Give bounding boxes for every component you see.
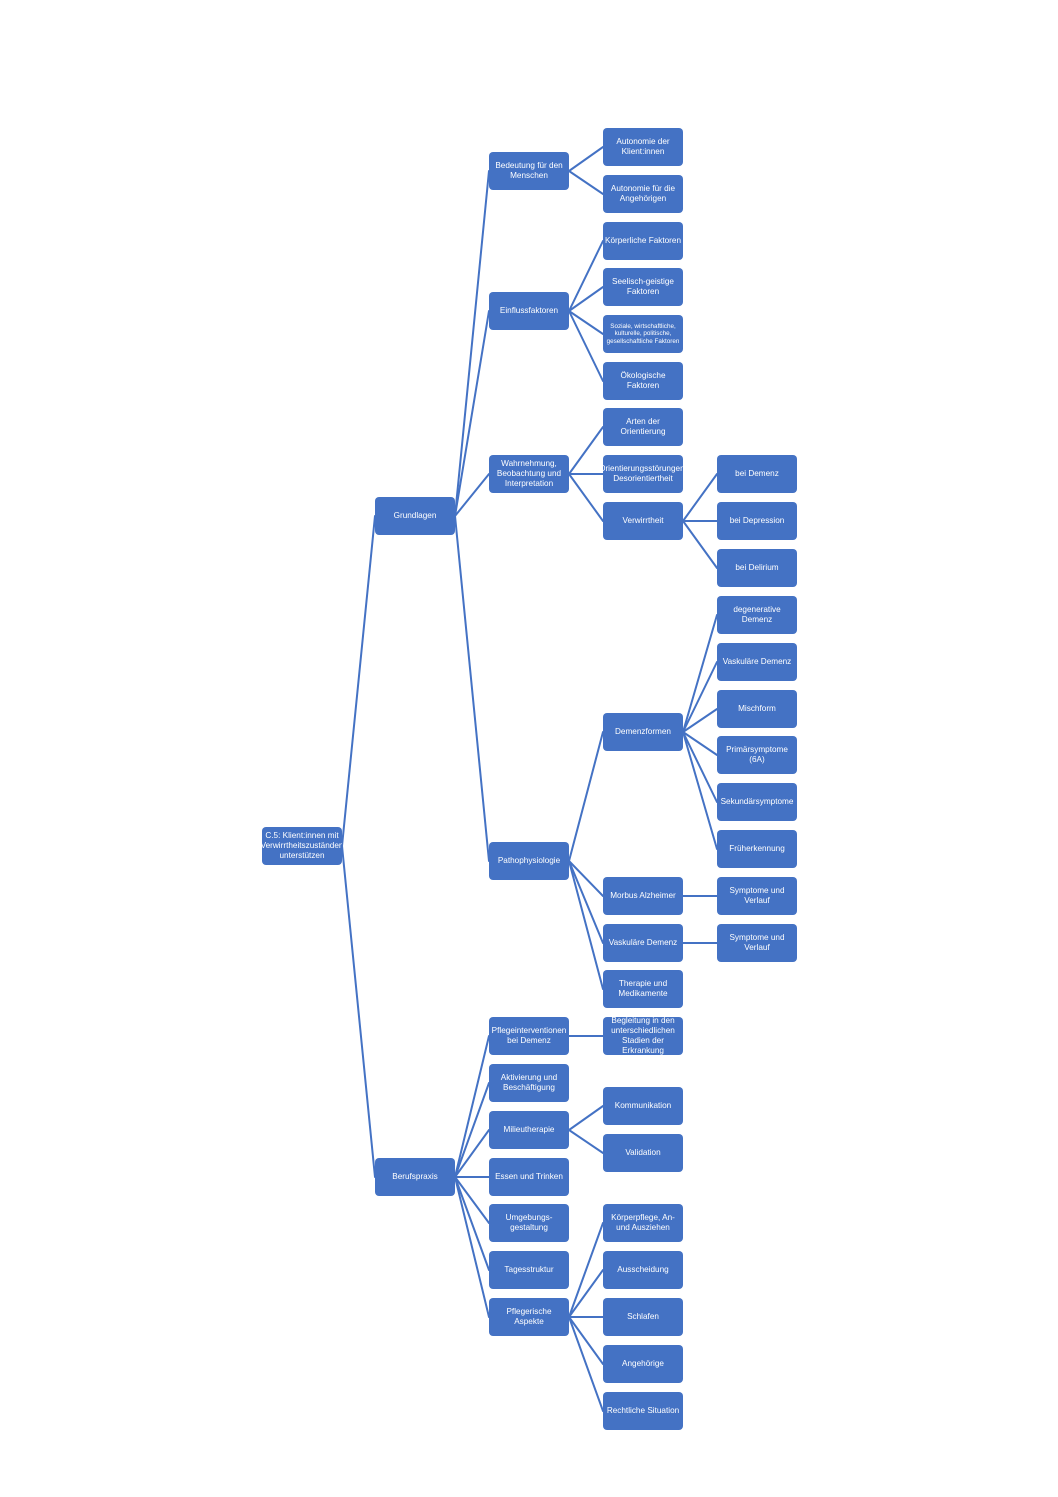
node-seelisch-geistige-faktoren[interactable]: Seelisch-geistige Faktoren bbox=[603, 268, 683, 306]
node-koerperpflege[interactable]: Körperpflege, An- und Ausziehen bbox=[603, 1204, 683, 1242]
node-begleitung[interactable]: Begleitung in den unterschiedlichen Stad… bbox=[603, 1017, 683, 1055]
node-aktivierung[interactable]: Aktivierung und Beschäftigung bbox=[489, 1064, 569, 1102]
node-angehoerige[interactable]: Angehörige bbox=[603, 1345, 683, 1383]
node-oekologische-faktoren[interactable]: Ökologische Faktoren bbox=[603, 362, 683, 400]
node-primaersymptome[interactable]: Primärsymptome (6A) bbox=[717, 736, 797, 774]
node-symptome-verlauf-alzheimer[interactable]: Symptome und Verlauf bbox=[717, 877, 797, 915]
node-bei-depression[interactable]: bei Depression bbox=[717, 502, 797, 540]
node-kommunikation[interactable]: Kommunikation bbox=[603, 1087, 683, 1125]
node-umgebungsgestaltung[interactable]: Umgebungs-gestaltung bbox=[489, 1204, 569, 1242]
node-tagesstruktur[interactable]: Tagesstruktur bbox=[489, 1251, 569, 1289]
node-soziale-faktoren[interactable]: Soziale, wirtschaftliche, kulturelle, po… bbox=[603, 315, 683, 353]
node-ausscheidung[interactable]: Ausscheidung bbox=[603, 1251, 683, 1289]
node-pathophysiologie[interactable]: Pathophysiologie bbox=[489, 842, 569, 880]
node-einflussfaktoren[interactable]: Einflussfaktoren bbox=[489, 292, 569, 330]
root-node[interactable]: C.5: Klient:innen mit Verwirrtheitszustä… bbox=[262, 827, 342, 865]
node-morbus-alzheimer[interactable]: Morbus Alzheimer bbox=[603, 877, 683, 915]
node-verwirrtheit[interactable]: Verwirrtheit bbox=[603, 502, 683, 540]
node-vaskulaere-demenz[interactable]: Vaskuläre Demenz bbox=[603, 924, 683, 962]
node-demenzformen[interactable]: Demenzformen bbox=[603, 713, 683, 751]
node-berufspraxis[interactable]: Berufspraxis bbox=[375, 1158, 455, 1196]
node-koerperliche-faktoren[interactable]: Körperliche Faktoren bbox=[603, 222, 683, 260]
node-orientierungsstoerungen[interactable]: Orientierungsstörungen: Desorientierthei… bbox=[603, 455, 683, 493]
node-bei-demenz[interactable]: bei Demenz bbox=[717, 455, 797, 493]
node-essen-trinken[interactable]: Essen und Trinken bbox=[489, 1158, 569, 1196]
node-frueherkennung[interactable]: Früherkennung bbox=[717, 830, 797, 868]
node-schlafen[interactable]: Schlafen bbox=[603, 1298, 683, 1336]
node-pflegeinterventionen[interactable]: Pflegeinterventionen bei Demenz bbox=[489, 1017, 569, 1055]
node-mischform[interactable]: Mischform bbox=[717, 690, 797, 728]
node-vaskulaere-demenz-form[interactable]: Vaskuläre Demenz bbox=[717, 643, 797, 681]
node-degenerative-demenz[interactable]: degenerative Demenz bbox=[717, 596, 797, 634]
node-autonomie-klienten[interactable]: Autonomie der Klient:innen bbox=[603, 128, 683, 166]
node-pflegerische-aspekte[interactable]: Pflegerische Aspekte bbox=[489, 1298, 569, 1336]
node-sekundaersymptome[interactable]: Sekundärsymptome bbox=[717, 783, 797, 821]
node-arten-orientierung[interactable]: Arten der Orientierung bbox=[603, 408, 683, 446]
node-wahrnehmung[interactable]: Wahrnehmung, Beobachtung und Interpretat… bbox=[489, 455, 569, 493]
node-bedeutung[interactable]: Bedeutung für den Menschen bbox=[489, 152, 569, 190]
node-grundlagen[interactable]: Grundlagen bbox=[375, 497, 455, 535]
node-rechtliche-situation[interactable]: Rechtliche Situation bbox=[603, 1392, 683, 1430]
node-validation[interactable]: Validation bbox=[603, 1134, 683, 1172]
node-therapie-medikamente[interactable]: Therapie und Medikamente bbox=[603, 970, 683, 1008]
node-bei-delirium[interactable]: bei Delirium bbox=[717, 549, 797, 587]
node-symptome-verlauf-vaskulaer[interactable]: Symptome und Verlauf bbox=[717, 924, 797, 962]
node-milieutherapie[interactable]: Milieutherapie bbox=[489, 1111, 569, 1149]
node-autonomie-angehoerige[interactable]: Autonomie für die Angehörigen bbox=[603, 175, 683, 213]
